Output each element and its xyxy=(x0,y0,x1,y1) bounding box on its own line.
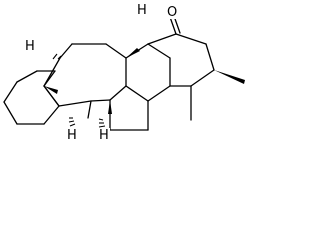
ring-d xyxy=(147,33,215,87)
hydrogen-label-top: H xyxy=(137,3,147,18)
hashed-bond-top xyxy=(52,53,62,60)
ring-a xyxy=(3,70,60,125)
atom-labels: O H H H H xyxy=(24,3,179,143)
hashed-bond-bottom-right xyxy=(98,118,106,128)
stereo-bonds xyxy=(44,48,140,128)
hydrogen-label-bottom-right: H xyxy=(99,128,109,143)
hydrogen-label-bottom-left: H xyxy=(67,128,77,143)
oxygen-label: O xyxy=(167,5,177,20)
ring-c xyxy=(125,43,171,102)
hashed-bond-bottom xyxy=(68,117,76,127)
methyl-wedge-ring-d xyxy=(214,70,245,84)
ring-b xyxy=(43,43,127,107)
hydrogen-label-ring-a: H xyxy=(25,39,35,54)
chemical-structure: O H H H H xyxy=(3,3,245,143)
lower-ring-bonds xyxy=(109,85,192,131)
